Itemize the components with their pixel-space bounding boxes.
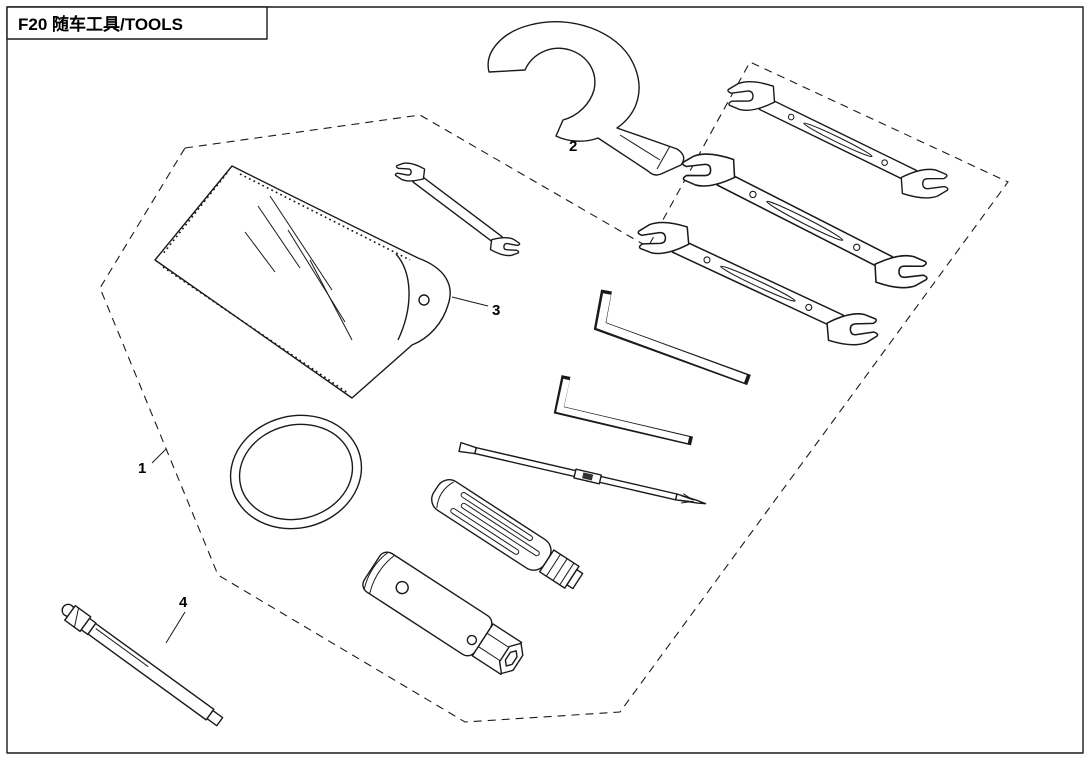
pouch-flap-fold xyxy=(395,253,410,341)
open-end-wrench-1-drawing xyxy=(726,79,950,201)
hook-spanner-drawing xyxy=(487,21,685,176)
title-box-frame xyxy=(6,6,268,40)
callout-1-leader xyxy=(151,448,167,464)
tire-gauge-drawing xyxy=(61,603,224,727)
diagram-title: F20 随车工具/TOOLS xyxy=(18,14,183,34)
callout-4-leader xyxy=(165,611,186,644)
screwdriver-handle-drawing xyxy=(431,479,584,590)
title-box: F20 随车工具/TOOLS xyxy=(6,6,268,40)
callout-2: 2 xyxy=(569,138,577,155)
pouch-snap-button xyxy=(418,294,430,306)
hex-key-small-drawing xyxy=(553,375,694,446)
callout-4-label: 4 xyxy=(179,594,188,611)
kit-boundary-dashed xyxy=(99,61,1009,723)
callout-3: 3 xyxy=(451,296,500,319)
callout-4: 4 xyxy=(165,594,188,644)
callout-2-label: 2 xyxy=(569,138,577,155)
callout-3-label: 3 xyxy=(492,302,500,319)
callout-1-label: 1 xyxy=(138,460,146,477)
tool-pouch-drawing xyxy=(154,165,451,399)
spark-plug-wrench-drawing xyxy=(362,551,524,676)
rubber-ring-drawing xyxy=(229,414,363,530)
open-end-wrench-2-drawing xyxy=(681,151,929,290)
hex-key-large-drawing xyxy=(593,289,751,386)
screwdriver-bit-drawing xyxy=(458,441,707,505)
page-border xyxy=(6,6,1084,754)
open-end-wrench-small-drawing xyxy=(394,161,521,258)
open-end-wrench-3-drawing xyxy=(636,219,879,348)
callout-3-leader xyxy=(451,296,489,307)
callout-1: 1 xyxy=(138,448,167,477)
